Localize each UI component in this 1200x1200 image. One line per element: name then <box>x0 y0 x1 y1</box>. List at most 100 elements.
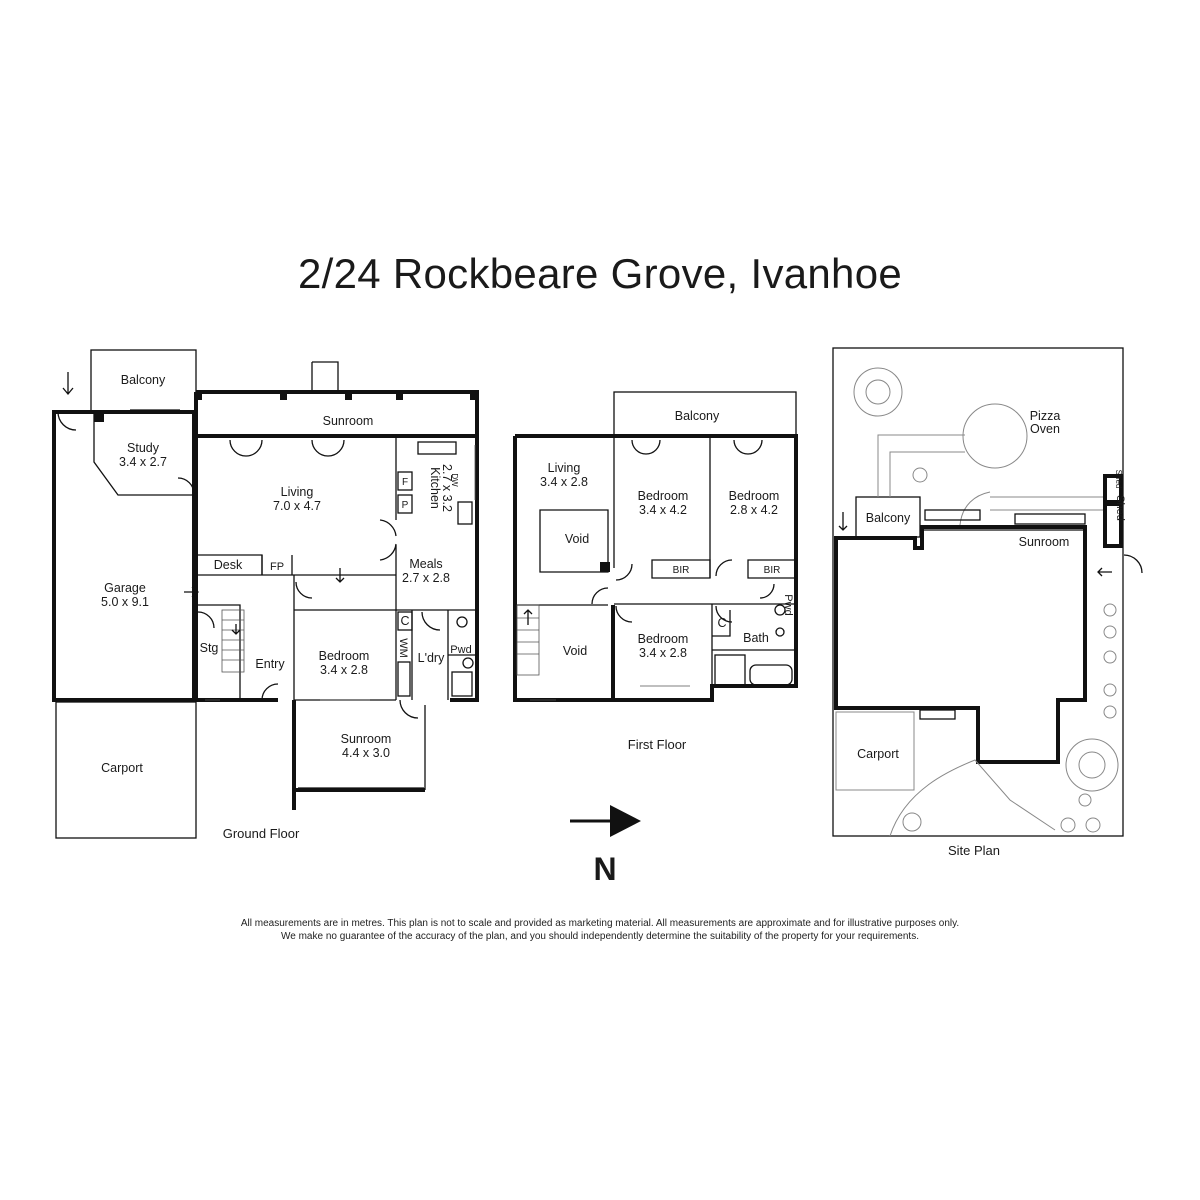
gf-laundry-label: L'dry <box>418 651 445 665</box>
gf-sunroom-bottom-label: Sunroom <box>341 732 392 746</box>
site-planters <box>919 509 1086 720</box>
site-trees <box>853 367 1119 833</box>
gf-living-label: Living <box>281 485 314 499</box>
gf-kitchen-label: Kitchen <box>428 467 442 509</box>
gf-study-walls <box>93 412 194 496</box>
gf-cupboard-label: C <box>400 614 409 628</box>
gf-meals-dim: 2.7 x 2.8 <box>402 571 450 585</box>
gf-pantry-box <box>397 494 413 514</box>
compass-letter: N <box>593 851 616 887</box>
gf-stair-arrow-icon <box>335 568 345 583</box>
site-shed-small-label: Shed <box>1114 470 1123 489</box>
gf-bedroom-walls <box>293 575 396 701</box>
ff-bedroom1-label: Bedroom <box>638 489 689 503</box>
gf-sunroom-bottom-dim: 4.4 x 3.0 <box>342 746 390 760</box>
gf-study-label: Study <box>127 441 160 455</box>
site-driveway-curve <box>889 759 1056 837</box>
ff-bir1-label: BIR <box>673 565 690 576</box>
site-house-footprint <box>834 525 1087 764</box>
ff-living-label: Living <box>548 461 581 475</box>
gf-column <box>94 412 104 422</box>
ff-bir2-label: BIR <box>764 565 781 576</box>
gf-labels: Balcony Study 3.4 x 2.7 Sunroom Living 7… <box>101 373 472 841</box>
gf-sunroom-bottom-glass <box>298 705 426 790</box>
gf-entry-walls <box>196 604 241 700</box>
gf-carport-label: Carport <box>101 761 143 775</box>
ff-bath-walls <box>515 604 796 686</box>
site-balcony-box <box>855 496 921 538</box>
site-carport-label: Carport <box>857 747 899 761</box>
gf-meals-label: Meals <box>409 557 442 571</box>
first-floor-plan <box>513 391 798 702</box>
site-balcony-label: Balcony <box>866 511 911 525</box>
ff-caption: First Floor <box>628 737 687 752</box>
site-pizza-label-1: Pizza <box>1030 409 1061 423</box>
gf-dw-label: DW <box>450 473 459 487</box>
ff-living-dim: 3.4 x 2.8 <box>540 475 588 489</box>
ground-floor-plan <box>52 349 479 839</box>
ff-void-bottom-label: Void <box>563 644 587 658</box>
gf-study-dim: 3.4 x 2.7 <box>119 455 167 469</box>
site-pizza-oven <box>962 403 1028 469</box>
gf-fridge-label: F <box>402 477 408 488</box>
gf-balcony-label: Balcony <box>121 373 166 387</box>
site-shed <box>1103 502 1123 548</box>
ff-labels: Balcony Living 3.4 x 2.8 Void Bedroom 3.… <box>540 409 794 752</box>
gf-fridge-box <box>397 471 413 491</box>
site-plan <box>832 347 1143 837</box>
gf-garage-label: Garage <box>104 581 146 595</box>
ff-bath-label: Bath <box>743 631 769 645</box>
site-boundary <box>832 347 1124 837</box>
gf-fp-label: FP <box>270 561 284 573</box>
ff-bedroom3-label: Bedroom <box>638 632 689 646</box>
ff-door-swings <box>591 439 775 623</box>
ff-cupboard-label: C <box>717 616 726 630</box>
site-labels: Pizza Oven Balcony Sunroom Shed Shed Car… <box>857 409 1126 858</box>
gf-door-swings <box>177 439 441 719</box>
page-title: 2/24 Rockbeare Grove, Ivanhoe <box>297 250 903 297</box>
gf-staircase <box>221 609 245 673</box>
gf-carport-outline <box>55 701 197 839</box>
disclaimer-line-2: We make no guarantee of the accuracy of … <box>281 931 919 942</box>
gf-caption: Ground Floor <box>223 826 300 841</box>
gf-pantry-label: P <box>402 500 409 511</box>
gf-porch <box>311 361 339 392</box>
site-caption: Site Plan <box>948 843 1000 858</box>
gf-sunroom-top-label: Sunroom <box>323 414 374 428</box>
disclaimer-line-1: All measurements are in metres. This pla… <box>240 918 960 929</box>
gf-bedroom-label: Bedroom <box>319 649 370 663</box>
gf-entry-arrow-icon <box>62 372 74 396</box>
site-carport-box <box>835 711 915 791</box>
site-garden-paths <box>877 434 1106 511</box>
ff-void-top-label: Void <box>565 532 589 546</box>
ff-bedroom2-label: Bedroom <box>729 489 780 503</box>
gf-sink <box>417 441 457 455</box>
gf-entry-label: Entry <box>255 657 285 671</box>
gf-cooktop <box>457 501 473 525</box>
compass: N <box>570 805 641 887</box>
gf-kitchen-dim: 2.7 x 3.2 <box>440 464 454 512</box>
ff-bir-boxes <box>651 559 797 579</box>
gf-living-dim: 7.0 x 4.7 <box>273 499 321 513</box>
ff-bedroom3-dim: 3.4 x 2.8 <box>639 646 687 660</box>
gf-bedroom-dim: 3.4 x 2.8 <box>320 663 368 677</box>
site-entry-arrow-icon <box>838 512 848 531</box>
site-pizza-label-2: Oven <box>1030 422 1060 436</box>
gf-door-swing <box>57 411 77 431</box>
gf-pwd-label: Pwd <box>450 644 471 656</box>
gf-laundry-walls <box>396 609 477 700</box>
ff-pwd-label: Pwd <box>782 594 794 615</box>
gf-wm-label: WM <box>397 638 409 658</box>
ff-bedroom1-dim: 3.4 x 4.2 <box>639 503 687 517</box>
gf-desk-label: Desk <box>214 558 243 572</box>
ff-bedroom2-dim: 2.8 x 4.2 <box>730 503 778 517</box>
site-sunroom-label: Sunroom <box>1019 535 1070 549</box>
gf-garage-dim: 5.0 x 9.1 <box>101 595 149 609</box>
disclaimer: All measurements are in metres. This pla… <box>0 917 1200 943</box>
site-side-arrow-icon <box>1097 567 1112 577</box>
site-shed-label: Shed <box>1114 495 1126 521</box>
ff-inner-walls <box>539 436 796 605</box>
gf-stg-label: Stg <box>200 641 219 655</box>
ff-balcony-label: Balcony <box>675 409 720 423</box>
